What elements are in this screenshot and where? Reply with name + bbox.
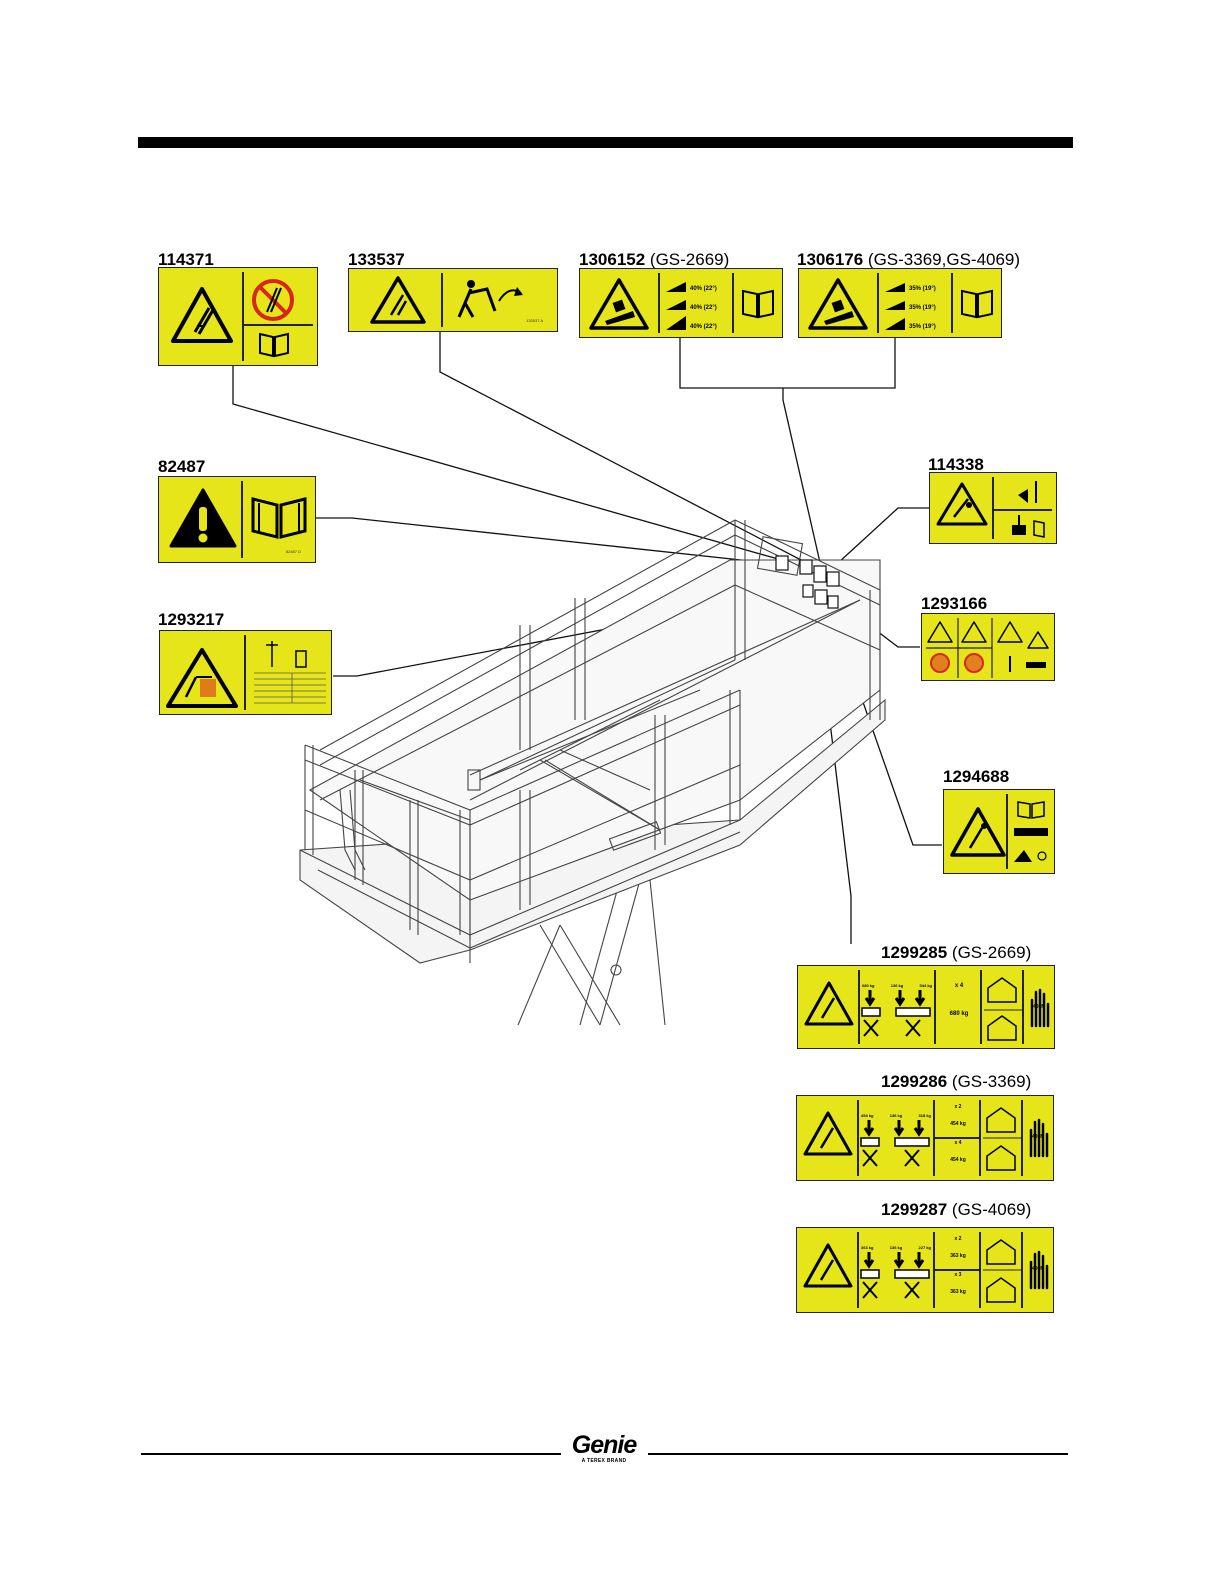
decal-114338 [929,472,1057,544]
hand-force-icon [1029,1250,1049,1290]
header-rule [138,137,1073,148]
read-manual-icon [251,497,307,539]
decal-1293166 [921,613,1055,681]
load-distribution-icons [860,1120,930,1167]
decal-part-number-114371: 114371 [158,250,214,269]
indoor-outdoor-use-icons [984,977,1022,1041]
decal-1294688 [943,789,1055,874]
warning-triangle-icon [950,807,1006,857]
decal-part-number-82487: 82487 [158,457,206,476]
decal-part-number-1294688: 1294688 [943,767,1010,786]
indoor-outdoor-use-icons [983,1239,1021,1303]
warning-triangle-icon [804,981,854,1026]
exclamation-warning-icon [169,488,237,548]
decal-part-number-1293217: 1293217 [158,610,225,629]
hand-force-value: 400N [1032,1134,1044,1140]
load-distribution-icons [860,1252,930,1299]
decal-part-number-1299285: 1299285 (GS-2669) [881,943,1032,962]
footer-rule-right [648,1453,1068,1455]
decal-1306152: 40% (22°)40% (22°)40% (22°) [579,268,783,338]
slope-icons [666,282,686,330]
warning-triangle-icon [803,1243,853,1288]
hazard-symbols-grid [926,618,1049,678]
decal-small-part-number: 133537 A [526,318,543,323]
capacity-values: x 2 363 kg x 3 363 kg [950,1236,966,1295]
logo-brand: Genie [571,1431,637,1459]
read-manual-icon [259,332,289,358]
electrocution-warning-triangle-icon [166,648,238,708]
warning-triangle-icon [171,287,233,343]
decal-133537: 133537 A [348,268,558,332]
decal-part-number-1306152: 1306152 (GS-2669) [579,250,730,269]
decal-part-number-114338: 114338 [928,455,984,474]
read-manual-icon [742,289,774,319]
capacity-values: x 2 454 kg x 4 454 kg [950,1104,966,1163]
hand-force-icon [1030,988,1050,1028]
decal-part-number-133537: 133537 [348,250,405,269]
decal-part-number-1299287: 1299287 (GS-4069) [881,1200,1032,1219]
indoor-outdoor-use-icons [983,1107,1021,1171]
capacity-values: x 4 680 kg [949,983,969,1017]
tip-over-warning-triangle-icon [808,278,868,330]
pothole-protection-icons [1014,801,1048,862]
footer-rule-left [141,1453,561,1455]
slope-icons [885,283,905,330]
decal-part-number-1306176: 1306176 (GS-3369,GS-4069) [797,250,1021,269]
rail-tipping-icon [457,280,523,318]
hand-force-value: 400N [1032,1266,1044,1272]
decal-1306176: 35% (19°)35% (19°)35% (19°) [798,268,1002,338]
decal-1293217 [159,630,332,715]
warning-triangle-icon [803,1111,853,1156]
slope-ratings: 35% (19°)35% (19°)35% (19°) [909,286,936,330]
power-line-clearance-table [254,641,326,704]
hand-force-icon [1029,1118,1049,1158]
platform-lowering-icon [1012,515,1045,538]
slope-ratings: 40% (22°)40% (22°)40% (22°) [690,286,717,330]
tip-over-warning-triangle-icon [589,278,649,330]
logo-tagline: A TEREX BRAND [581,1458,627,1464]
decal-small-part-number: 82487 D [285,549,301,554]
decal-114371 [158,267,318,366]
decal-82487: 82487 D [158,476,316,563]
decal-part-number-1299286: 1299286 (GS-3369) [881,1072,1032,1091]
hand-force-value: 400N [1033,1004,1045,1010]
warning-triangle-icon [370,276,426,324]
genie-logo: Genie A TEREX BRAND [568,1432,640,1464]
read-manual-icon [961,289,993,319]
decal-part-number-1293166: 1293166 [921,594,988,613]
no-ladder-prohibition-icon [252,279,294,321]
load-distribution-icons [861,990,931,1037]
horn-icon [1018,481,1037,503]
crush-hazard-warning-triangle-icon [936,482,988,526]
